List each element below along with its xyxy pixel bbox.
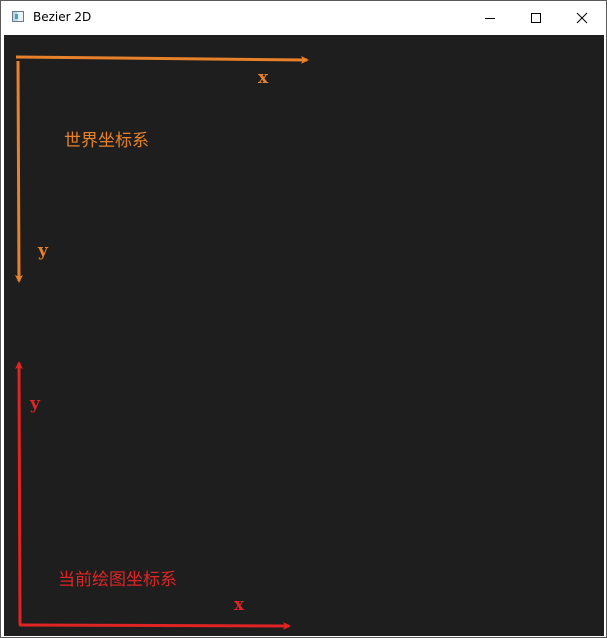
drawing-coordinate-system-label: 当前绘图坐标系 xyxy=(58,570,177,590)
close-icon xyxy=(576,12,588,24)
drawing-x-label: x xyxy=(234,595,245,615)
maximize-icon xyxy=(531,13,541,23)
app-icon xyxy=(12,11,24,22)
axes-overlay xyxy=(14,55,309,630)
drawing-x-axis xyxy=(18,621,291,630)
window-title: Bezier 2D xyxy=(33,10,92,24)
title-bar[interactable]: Bezier 2D xyxy=(1,1,606,34)
world-y-label: y xyxy=(38,241,48,261)
world-x-label: x xyxy=(258,68,269,88)
maximize-button[interactable] xyxy=(513,1,559,34)
world-x-axis xyxy=(15,55,309,64)
drawing-y-axis xyxy=(15,361,24,626)
drawing-canvas[interactable]: x y 世界坐标系 y x 当前绘图坐标系 xyxy=(4,35,604,636)
minimize-button[interactable] xyxy=(467,1,513,34)
drawing-y-label: y xyxy=(30,394,40,414)
minimize-icon xyxy=(485,18,495,19)
world-y-axis xyxy=(14,60,23,283)
world-coordinate-system-label: 世界坐标系 xyxy=(64,131,149,151)
close-button[interactable] xyxy=(559,1,605,34)
